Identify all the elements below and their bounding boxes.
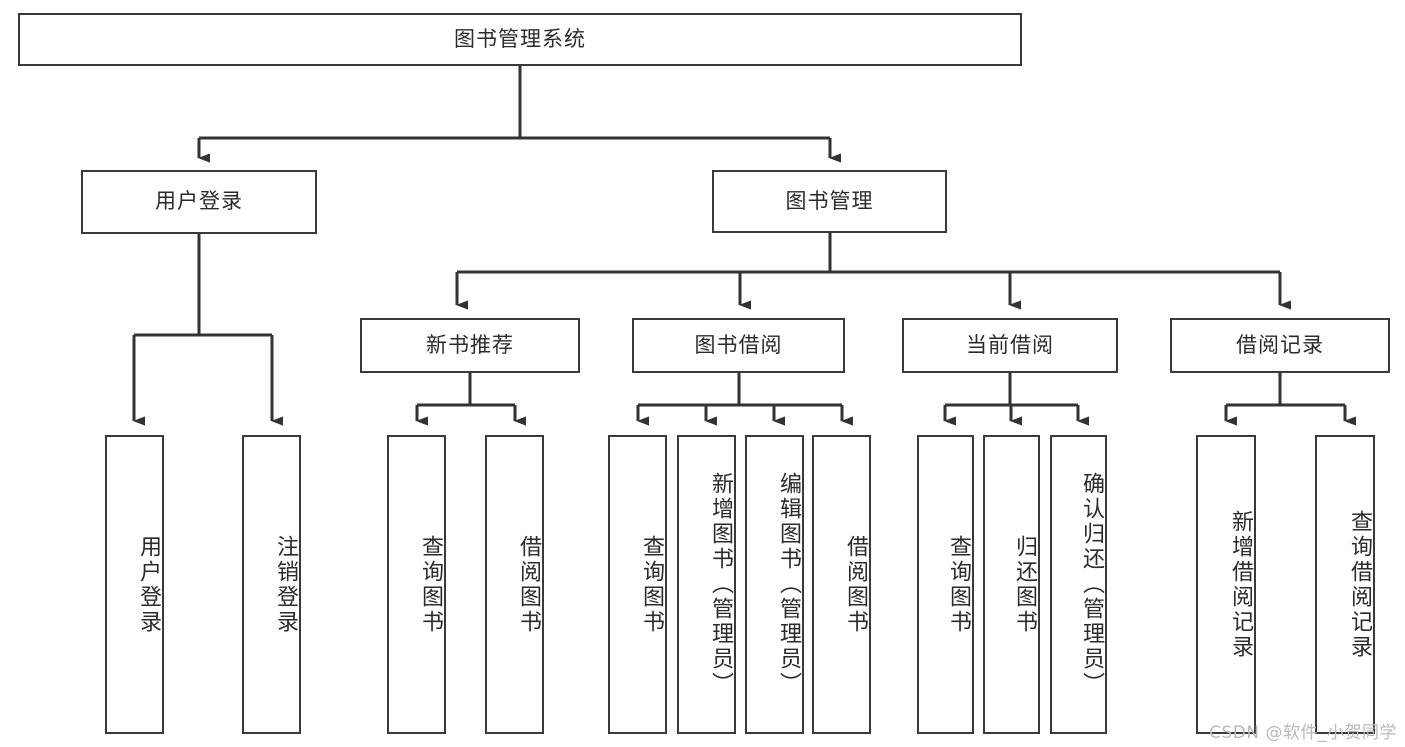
leaf-current-return-book[interactable]: 归还图书 — [983, 435, 1040, 734]
node-label: 查询图书 — [639, 534, 664, 635]
node-label: 查询图书 — [946, 534, 971, 635]
node-label: 新增图书（管理员） — [708, 472, 733, 697]
leaf-borrow-query-book[interactable]: 查询图书 — [608, 435, 667, 734]
leaf-user-login-logout[interactable]: 注销登录 — [242, 435, 301, 734]
node-label: 图书管理系统 — [454, 26, 586, 51]
node-label: 确认归还（管理员） — [1079, 472, 1104, 697]
node-new-book-recommend[interactable]: 新书推荐 — [360, 318, 580, 373]
leaf-borrow-borrow-book[interactable]: 借阅图书 — [812, 435, 871, 734]
leaf-current-query-book[interactable]: 查询图书 — [917, 435, 974, 734]
node-label: 借阅记录 — [1236, 332, 1324, 357]
node-label: 查询图书 — [418, 534, 443, 635]
node-label: 新增借阅记录 — [1228, 509, 1253, 660]
leaf-borrow-edit-book[interactable]: 编辑图书（管理员） — [745, 435, 804, 734]
node-label: 归还图书 — [1012, 534, 1037, 635]
node-label: 用户登录 — [155, 189, 243, 214]
node-user-login[interactable]: 用户登录 — [81, 170, 317, 234]
leaf-recommend-borrow-book[interactable]: 借阅图书 — [485, 435, 544, 734]
leaf-recommend-query-book[interactable]: 查询图书 — [387, 435, 446, 734]
node-label: 图书借阅 — [694, 332, 783, 357]
node-borrow-record[interactable]: 借阅记录 — [1170, 318, 1390, 373]
leaf-record-query-record[interactable]: 查询借阅记录 — [1315, 435, 1375, 734]
node-label: 借阅图书 — [516, 534, 541, 635]
node-label: 编辑图书（管理员） — [776, 472, 801, 697]
leaf-current-confirm-return[interactable]: 确认归还（管理员） — [1050, 435, 1107, 734]
leaf-user-login-login[interactable]: 用户登录 — [105, 435, 164, 734]
node-label: 注销登录 — [273, 534, 298, 635]
node-current-borrow[interactable]: 当前借阅 — [902, 318, 1118, 373]
leaf-record-add-record[interactable]: 新增借阅记录 — [1196, 435, 1256, 734]
node-label: 当前借阅 — [966, 332, 1054, 357]
node-label: 用户登录 — [136, 534, 161, 635]
node-root-system[interactable]: 图书管理系统 — [18, 13, 1022, 66]
node-label: 图书管理 — [785, 188, 874, 213]
node-label: 查询借阅记录 — [1347, 509, 1372, 660]
node-book-management[interactable]: 图书管理 — [712, 170, 947, 233]
leaf-borrow-add-book[interactable]: 新增图书（管理员） — [677, 435, 736, 734]
node-label: 借阅图书 — [843, 534, 868, 635]
node-label: 新书推荐 — [426, 332, 514, 357]
watermark: CSDN @软件_小贺同学 — [1209, 723, 1397, 743]
node-book-borrow[interactable]: 图书借阅 — [632, 318, 845, 373]
